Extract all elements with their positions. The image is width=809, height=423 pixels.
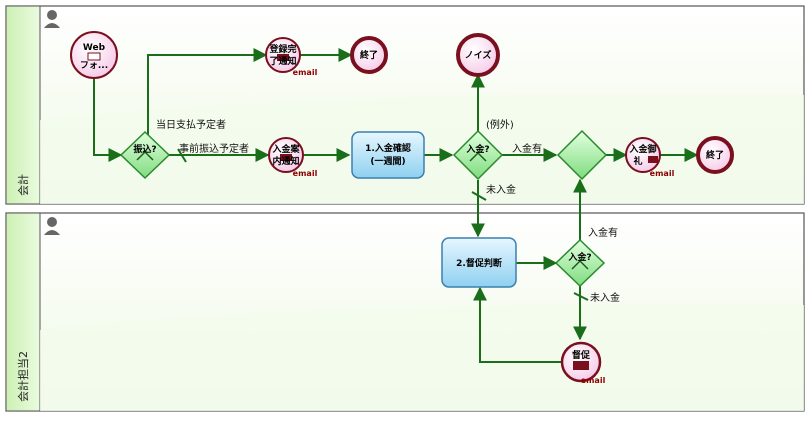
email-label-line2: 了通知 (269, 55, 296, 67)
task-label: 2.督促判断 (456, 257, 502, 269)
lane-kaikei-tanto2: 会計担当2 (5, 212, 805, 412)
lane-label-kaikei-tanto2: 会計担当2 (16, 351, 30, 402)
noise-label: ノイズ (465, 49, 492, 61)
envelope-icon (280, 154, 292, 161)
task-tokusoku-handan[interactable]: 2.督促判断 (441, 237, 517, 288)
flow-tojitsu (147, 48, 268, 140)
email-label-line1: 入金案 (271, 143, 300, 155)
email-event-toroku-kanryo[interactable]: 登録完 了通知 email (265, 37, 318, 77)
lane-label-kaikei: 会計 (16, 174, 30, 196)
start-event-label-line1: Web (83, 43, 106, 53)
task-nyukin-kakunin[interactable]: 1.入金確認 (一週間) (351, 131, 425, 179)
edge-label-reigai: (例外) (486, 118, 514, 131)
email-label-line2: 内通知 (272, 155, 299, 167)
gateway-label: 振込? (133, 143, 156, 155)
end-event-1[interactable]: 終了 (350, 36, 388, 74)
email-tag: email (650, 169, 675, 178)
gateway-merge[interactable] (556, 129, 608, 181)
edge-label-nyukin-ari-2: 入金有 (588, 226, 618, 239)
task-label-line2: (一週間) (370, 156, 405, 167)
gateway-label: 入金? (567, 251, 591, 263)
gateway-nyukin-1[interactable]: 入金? (452, 129, 504, 181)
edge-label-jizen: 事前振込予定者 (179, 142, 249, 155)
start-event-web-form[interactable]: Web フォ... (70, 31, 118, 79)
edge-label-tojitsu: 当日支払予定者 (156, 118, 226, 131)
task-label-line1: 1.入金確認 (365, 142, 411, 154)
email-tag: email (581, 376, 606, 385)
default-flow-markers (177, 148, 589, 301)
end-event-2[interactable]: 終了 (696, 136, 734, 174)
email-event-nyukin-onrei[interactable]: 入金御 礼 email (625, 137, 675, 178)
email-event-tokusoku[interactable]: 督促 email (560, 341, 606, 385)
email-label: 督促 (572, 349, 591, 361)
email-label-line1: 登録完 (268, 43, 296, 55)
gateway-marker-icon (469, 151, 487, 162)
gateway-nyukin-2[interactable]: 入金? (554, 238, 606, 288)
participant-icon (44, 10, 60, 28)
edge-label-minyukin-2: 未入金 (590, 291, 620, 304)
edge-label-nyukin-ari-1: 入金有 (512, 142, 542, 155)
end-event-label: 終了 (360, 49, 378, 61)
edge-label-minyukin-1: 未入金 (486, 183, 516, 196)
flow-tokusoku-loop (473, 286, 562, 363)
flow-start-to-gateway (93, 78, 123, 162)
envelope-icon (648, 156, 658, 163)
gateway-furikomi[interactable]: 振込? (119, 130, 171, 180)
envelope-icon (573, 361, 589, 370)
email-tag: email (293, 68, 318, 77)
end-event-noise[interactable]: ノイズ (456, 33, 500, 77)
gateway-label: 入金? (465, 143, 489, 155)
email-label-line2: 礼 (633, 155, 642, 167)
gateway-marker-icon (136, 150, 154, 161)
start-event-label-line2: フォ... (80, 61, 108, 71)
envelope-icon (277, 54, 289, 61)
end-event-label: 終了 (706, 149, 724, 161)
form-icon (87, 52, 101, 61)
email-event-nyukin-annai[interactable]: 入金案 内通知 email (268, 137, 318, 178)
email-label-line1: 入金御 (628, 143, 656, 155)
email-tag: email (293, 169, 318, 178)
participant-icon (44, 217, 60, 235)
gateway-marker-icon (571, 259, 589, 270)
